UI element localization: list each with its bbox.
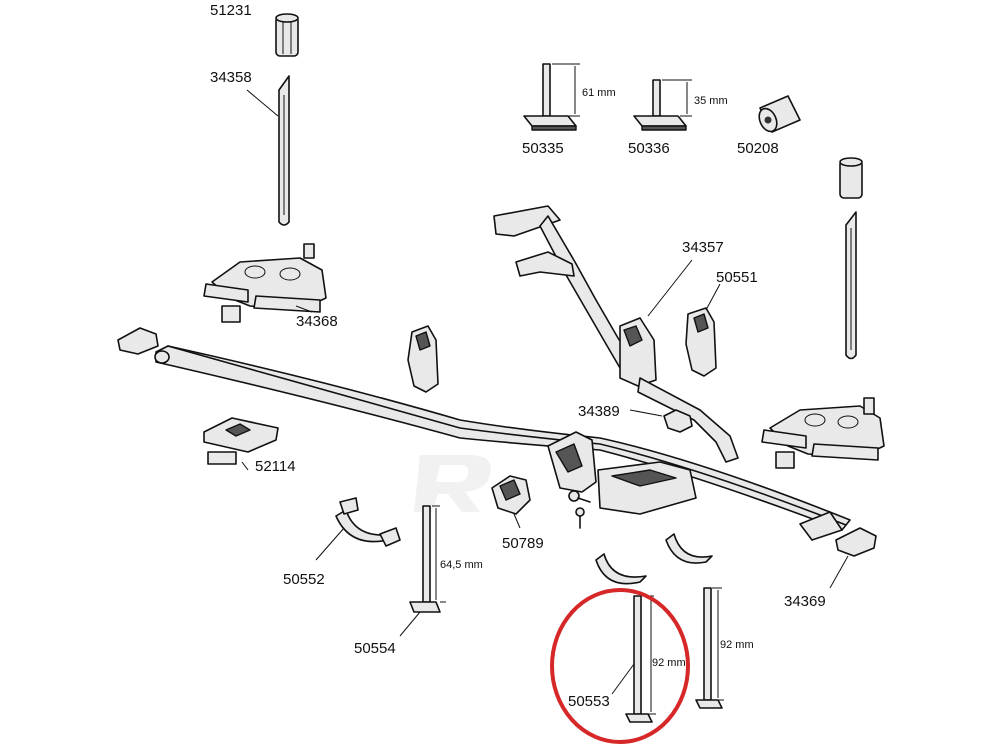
- dim-92mm-left: 92 mm: [652, 657, 686, 669]
- label-34389: 34389: [578, 403, 620, 420]
- part-34357-frame-holder: [493, 205, 739, 463]
- part-50552-strap: [335, 497, 401, 547]
- leader-lines: [295, 259, 721, 561]
- part-50553-bolt: [611, 595, 656, 723]
- dim-64-5mm: 64,5 mm: [440, 559, 483, 571]
- label-34358: 34358: [210, 69, 252, 86]
- part-50554-bolt: [399, 505, 446, 637]
- dim-35mm: 35 mm: [694, 95, 728, 107]
- label-34357: 34357: [682, 239, 724, 256]
- label-50336: 50336: [628, 140, 670, 157]
- part-end-cap-left: [117, 327, 159, 355]
- watermark-logo: [414, 455, 491, 512]
- part-51231-sleeve: [275, 13, 299, 57]
- part-50336-t-bolt: [633, 79, 692, 131]
- label-34368: 34368: [296, 313, 338, 330]
- part-34369-end-cap: [829, 527, 877, 589]
- label-52114: 52114: [255, 458, 296, 475]
- label-50789: 50789: [502, 535, 544, 552]
- part-50335-t-bolt: [523, 63, 580, 131]
- dim-61mm: 61 mm: [582, 87, 616, 99]
- part-right-sleeve-rod: [839, 157, 863, 360]
- label-50553: 50553: [568, 693, 610, 710]
- label-50551: 50551: [716, 269, 758, 286]
- highlight-circle: [550, 588, 690, 744]
- part-34358-rod: [246, 75, 290, 226]
- part-50789-knob: [491, 475, 531, 529]
- label-50554: 50554: [354, 640, 396, 657]
- part-34389-clip: [663, 409, 693, 433]
- part-50208-barrel-nut: [758, 95, 801, 133]
- part-right-wheel-holder: [761, 397, 885, 469]
- part-central-clamp: [547, 431, 697, 529]
- part-50551-bracket: [685, 307, 717, 377]
- label-50208: 50208: [737, 140, 779, 157]
- part-main-rail: [154, 345, 851, 541]
- part-34368-wheel-holder: [203, 243, 327, 323]
- part-left-bracket: [407, 325, 439, 393]
- part-straps-pair: [595, 533, 713, 585]
- key-icon: [568, 490, 591, 529]
- label-50552: 50552: [283, 571, 325, 588]
- part-bolt-92mm-right: [695, 587, 724, 709]
- label-34369: 34369: [784, 593, 826, 610]
- label-50335: 50335: [522, 140, 564, 157]
- label-51231: 51231: [210, 2, 252, 19]
- dim-92mm-right: 92 mm: [720, 639, 754, 651]
- part-52114-plate: [203, 417, 279, 471]
